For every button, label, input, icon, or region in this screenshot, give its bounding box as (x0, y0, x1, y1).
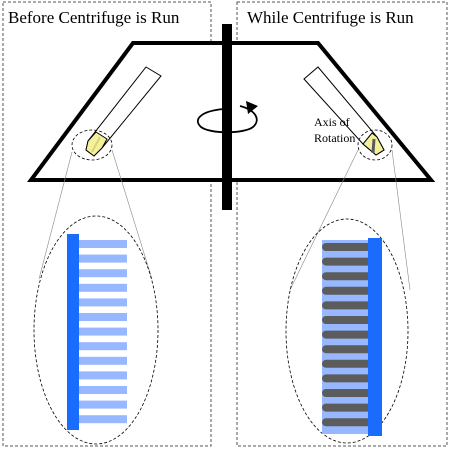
meniscus (79, 335, 82, 343)
meniscus (79, 291, 82, 299)
right-zoom-circle (357, 129, 393, 161)
fluid-filled-channel (322, 389, 372, 397)
fluid-filled-channel (322, 374, 372, 383)
meniscus (79, 408, 82, 416)
left-zoom-circle (71, 129, 113, 161)
meniscus (79, 306, 82, 313)
channel-fin (79, 371, 127, 380)
channel-fin (79, 342, 127, 351)
left-projection-line (38, 151, 73, 280)
meniscus (79, 321, 82, 328)
right-panel-title: While Centrifuge is Run (247, 8, 414, 27)
channel-fin (79, 254, 127, 263)
fluid-filled-channel (322, 243, 372, 251)
right-channel-wall (368, 238, 382, 436)
channel-fin (79, 356, 127, 365)
fluid-filled-channel (322, 418, 372, 427)
channel-fin (79, 313, 127, 321)
fluid-filled-channel (322, 316, 372, 324)
meniscus (79, 423, 82, 430)
right-panel-frame (236, 1, 448, 447)
right-projection-line (289, 149, 359, 291)
meniscus (79, 277, 82, 284)
fluid-filled-channel (322, 330, 372, 339)
fluid-filled-channel (322, 345, 372, 354)
fluid-filled-channel (322, 272, 372, 281)
left-channel-wall (67, 234, 79, 430)
axis-annotation-line2: Rotation (314, 131, 355, 145)
fluid-filled-channel (322, 359, 372, 368)
meniscus (79, 394, 82, 401)
rotate-arrow-icon (196, 101, 258, 134)
right-microchannel-view (322, 238, 382, 436)
meniscus (79, 350, 82, 357)
fluid-filled-channel (322, 403, 372, 412)
channel-fin (79, 386, 127, 394)
fluid-filled-channel (322, 257, 372, 266)
channel-fin (79, 415, 127, 424)
axis-annotation-line1: Axis of (314, 115, 350, 129)
right-projection-line (391, 149, 411, 291)
meniscus (79, 262, 82, 270)
left-microchannel-view (67, 234, 127, 430)
left-panel-title: Before Centrifuge is Run (8, 8, 180, 27)
left-projection-line (111, 149, 153, 280)
fluid-filled-channel (322, 301, 372, 310)
rotation-axis-shaft (222, 24, 232, 210)
meniscus (79, 248, 82, 255)
channel-fin (79, 283, 127, 292)
channel-fin (79, 240, 127, 248)
channel-fin (79, 327, 127, 336)
left-magnified-ellipse (33, 215, 159, 445)
channel-fin (79, 400, 127, 409)
left-panel-frame (2, 1, 212, 447)
meniscus (79, 379, 82, 386)
meniscus (79, 364, 82, 372)
channel-fin (79, 298, 127, 307)
right-sample-tube (303, 66, 385, 156)
right-magnified-ellipse (285, 218, 409, 444)
channel-fin (79, 269, 127, 278)
fluid-filled-channel (322, 286, 372, 295)
